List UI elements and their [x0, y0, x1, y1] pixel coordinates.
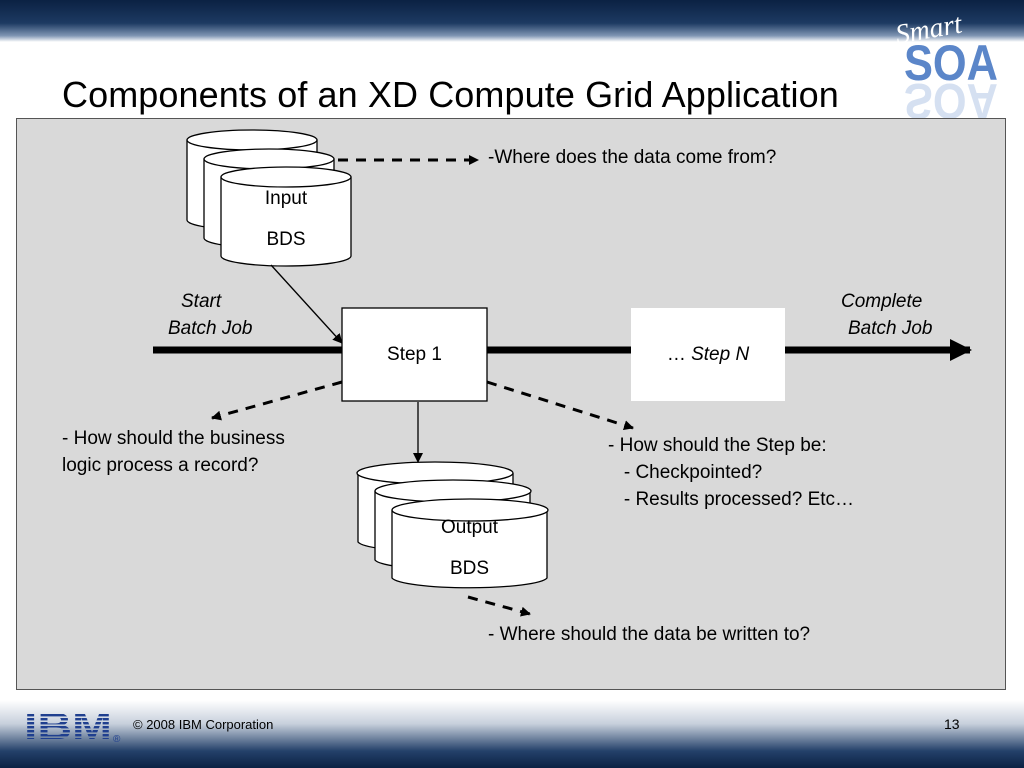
ibm-logo: IBM ®: [24, 706, 121, 744]
step-config-note-line-3: - Results processed? Etc…: [608, 489, 855, 510]
output-label: Output: [440, 517, 499, 538]
complete-batch-job-label: Batch Job: [848, 318, 933, 339]
step-n-label: … Step N: [631, 344, 785, 366]
input-bds-label: BDS: [266, 229, 306, 250]
business-logic-note-line-1: - How should the business: [62, 428, 285, 449]
ibm-registered-mark: ®: [113, 734, 121, 744]
complete-label: Complete: [841, 291, 923, 312]
step-n-box: [631, 308, 785, 401]
footer-band: [0, 700, 1024, 768]
input-to-step-arrow: [270, 264, 343, 344]
diagram-panel: [16, 118, 1006, 690]
output-bds-cylinder-stack: [356, 461, 549, 589]
step-config-note-line-1: - How should the Step be:: [608, 435, 827, 456]
data-destination-callout-arrow: [467, 595, 531, 617]
step-1-label: Step 1: [387, 344, 442, 365]
page-number: 13: [944, 716, 960, 732]
step-config-note-line-2: - Checkpointed?: [608, 462, 763, 483]
header-band: [0, 0, 1024, 42]
step-n-ellipsis: …: [666, 344, 692, 365]
step-1-box: [341, 307, 488, 402]
data-destination-note: - Where should the data be written to?: [488, 624, 811, 645]
start-label: Start: [181, 291, 222, 312]
business-logic-note-line-2: logic process a record?: [62, 455, 259, 476]
smart-soa-logo: Smart SOA SOA: [893, 8, 998, 129]
data-source-note: -Where does the data come from?: [488, 147, 777, 168]
output-bds-label: BDS: [449, 558, 490, 579]
input-bds-cylinder-stack: [186, 129, 352, 267]
start-batch-job-label: Batch Job: [168, 318, 253, 339]
logo-soa-text: SOA: [904, 35, 998, 91]
step-n-text: Step N: [691, 344, 750, 365]
ibm-logo-text: IBM: [24, 706, 112, 744]
slide-title: Components of an XD Compute Grid Applica…: [62, 74, 839, 115]
step-config-callout-arrow: [486, 380, 634, 431]
business-logic-callout-arrow: [211, 380, 343, 421]
input-label: Input: [264, 188, 308, 209]
copyright-text: © 2008 IBM Corporation: [133, 717, 274, 732]
